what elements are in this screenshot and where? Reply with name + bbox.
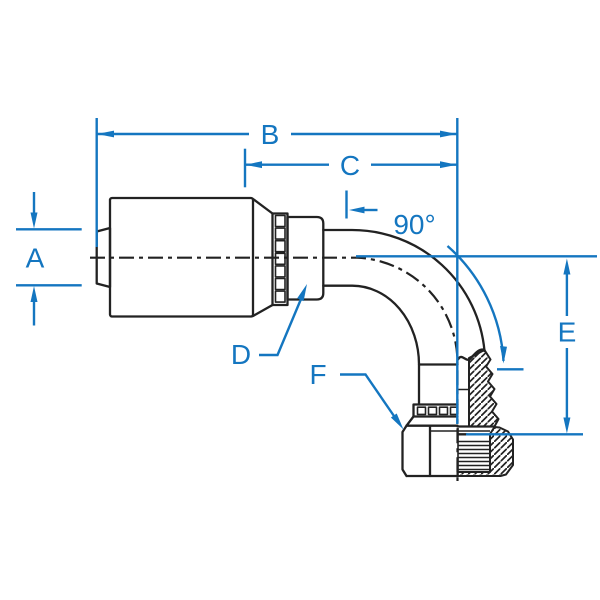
arrowhead: [440, 161, 457, 169]
crimp-cone-bottom: [251, 303, 274, 318]
swivel-sleeve: [405, 363, 459, 427]
collar-segment: [274, 265, 286, 278]
arrowhead: [349, 206, 365, 214]
collar-segment: [274, 214, 286, 228]
arrowhead: [390, 413, 404, 430]
dim-b: B: [97, 119, 457, 150]
angle-arc: [446, 245, 505, 362]
collar-segment: [274, 277, 286, 291]
arrowhead: [30, 286, 38, 302]
nose-section-hatch: [468, 349, 500, 428]
arrowhead: [563, 417, 571, 434]
dim-e-label: E: [558, 317, 577, 348]
dim-b-label: B: [261, 119, 280, 150]
arrowhead: [500, 346, 507, 364]
internal-threads: [458, 440, 490, 473]
sleeve-segment: [438, 406, 449, 416]
elbow-outer-line: [322, 228, 486, 353]
collar-segment: [274, 227, 286, 240]
ferrule: [286, 215, 325, 301]
leader-d: D: [231, 284, 307, 370]
arrowhead: [245, 161, 262, 169]
dim-c-label: C: [340, 150, 360, 181]
dim-c: C: [245, 150, 457, 181]
crimp-cone-top: [251, 197, 274, 215]
serration-collar: [271, 212, 289, 307]
collar-segment: [274, 290, 286, 303]
dim-d-label: D: [231, 339, 251, 370]
arrowhead: [440, 130, 457, 138]
arrowhead: [30, 212, 38, 229]
arrowhead: [97, 130, 114, 138]
sleeve-shoulder: [405, 415, 415, 427]
arrowhead: [297, 284, 307, 302]
nut-section-hatch: [456, 426, 514, 477]
hex-nut: [401, 424, 490, 478]
dim-a-label: A: [26, 243, 45, 274]
collar-segment: [274, 239, 286, 253]
dim-a: A: [16, 192, 82, 326]
elbow-inner-line: [322, 284, 421, 366]
angle-label: 90°: [393, 209, 435, 240]
arrowhead: [563, 258, 571, 275]
angle-dimension: 90°: [345, 190, 524, 371]
dim-e: E: [466, 258, 583, 436]
sleeve-segment: [416, 406, 427, 416]
dim-f-label: F: [309, 359, 326, 390]
leader-f: F: [309, 359, 404, 430]
fitting-drawing: [90, 196, 514, 481]
dimension-annotations: B C A 90°: [16, 118, 597, 436]
sleeve-segment: [427, 406, 438, 416]
